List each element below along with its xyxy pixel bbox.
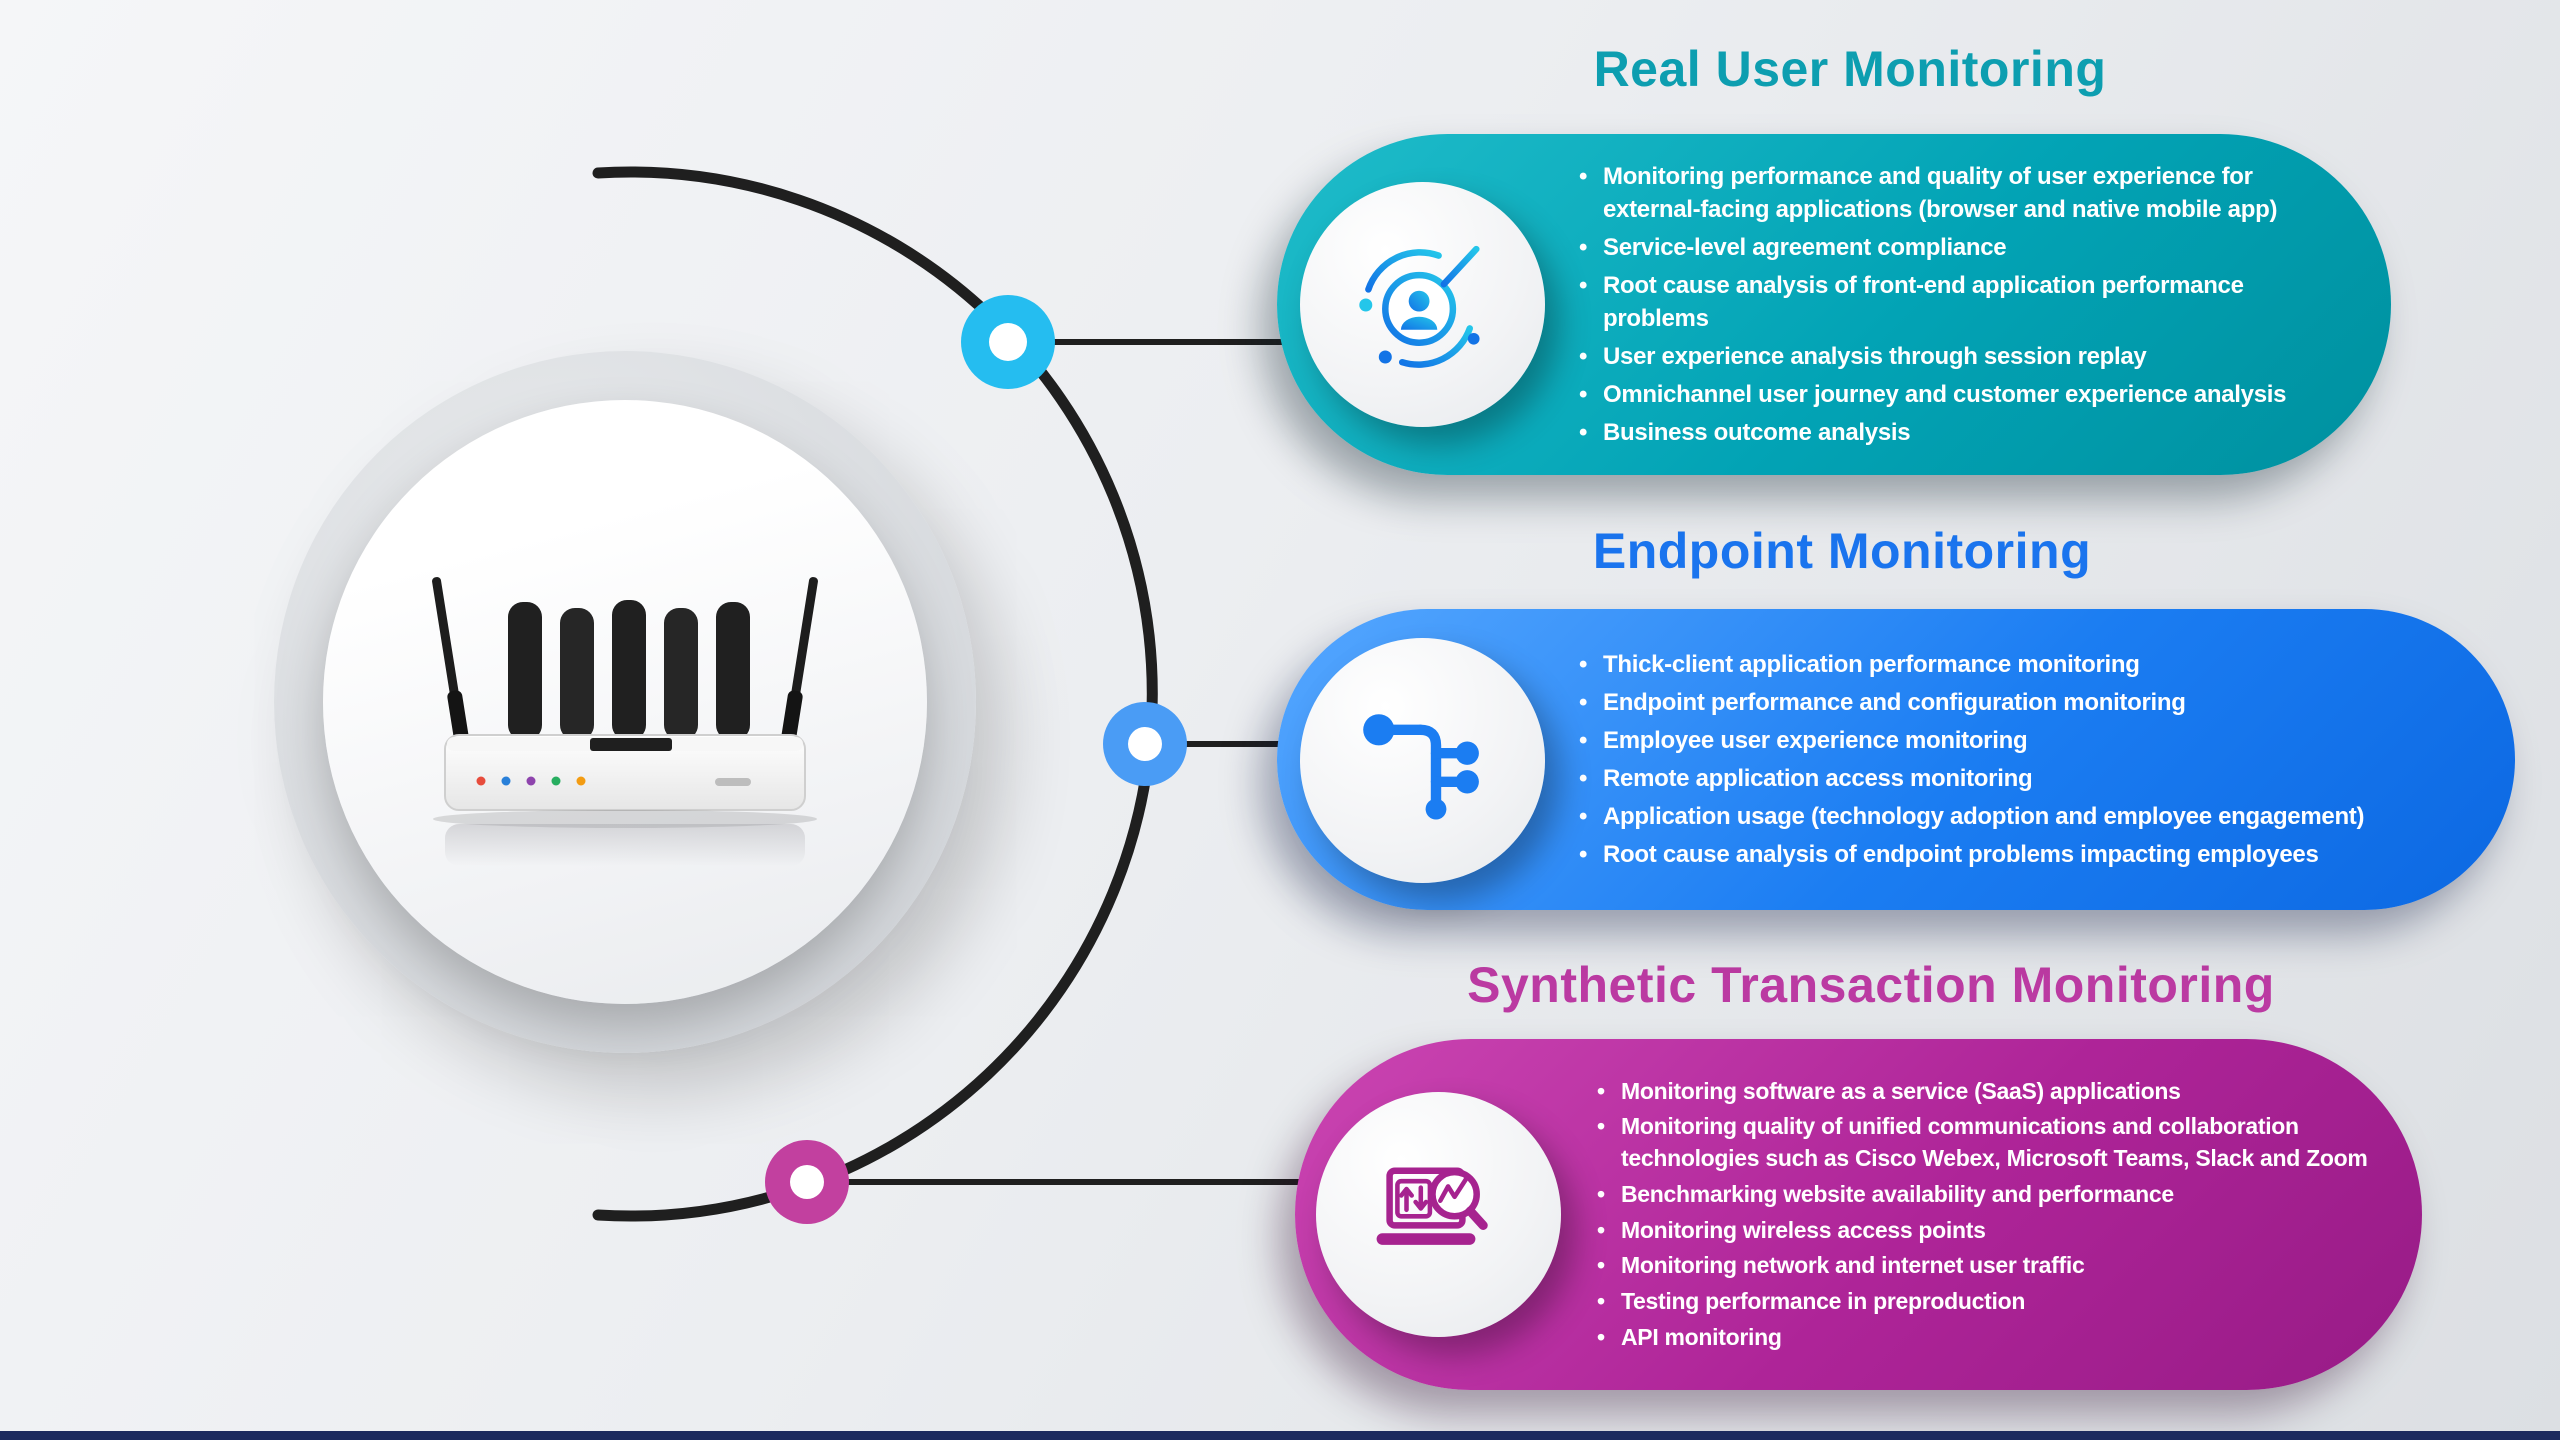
bullet-list-endpoint-monitoring: Thick-client application performance mon… xyxy=(1577,643,2470,877)
router-antenna-left xyxy=(432,577,470,749)
icon-badge-endpoint-monitoring xyxy=(1300,638,1545,883)
bullet-item: Testing performance in preproduction xyxy=(1595,1286,2377,1318)
timeline-arc xyxy=(592,166,1158,1222)
bullet-item: Root cause analysis of front-end applica… xyxy=(1577,269,2346,335)
section-title-endpoint-monitoring: Endpoint Monitoring xyxy=(1592,523,2092,579)
bullet-item: Monitoring software as a service (SaaS) … xyxy=(1595,1076,2377,1108)
bullet-item: Application usage (technology adoption a… xyxy=(1577,800,2470,833)
bullet-list-real-user-monitoring: Monitoring performance and quality of us… xyxy=(1577,155,2346,455)
bullet-item: Omnichannel user journey and customer ex… xyxy=(1577,378,2346,411)
bullet-item: Monitoring quality of unified communicat… xyxy=(1595,1111,2377,1174)
node-rum xyxy=(961,295,1055,389)
footer-accent-bar xyxy=(0,1431,2560,1440)
bullet-item: Thick-client application performance mon… xyxy=(1577,648,2470,681)
bullet-item: Monitoring network and internet user tra… xyxy=(1595,1250,2377,1282)
icon-badge-synthetic-transaction-monitoring xyxy=(1316,1092,1561,1337)
wireless-router-image xyxy=(432,577,818,866)
bullet-item: Remote application access monitoring xyxy=(1577,762,2470,795)
bullet-item: Business outcome analysis xyxy=(1577,416,2346,449)
router-antenna-right xyxy=(780,577,818,749)
synthetic-test-icon xyxy=(1376,1167,1488,1245)
section-title-real-user-monitoring: Real User Monitoring xyxy=(1593,41,2107,97)
bullet-list-synthetic-transaction-monitoring: Monitoring software as a service (SaaS) … xyxy=(1595,1072,2377,1358)
section-title-synthetic-transaction-monitoring: Synthetic Transaction Monitoring xyxy=(1467,957,2275,1013)
bullet-item: Monitoring wireless access points xyxy=(1595,1215,2377,1247)
icon-badge-real-user-monitoring xyxy=(1300,182,1545,427)
endpoint-network-icon xyxy=(1362,713,1479,819)
router-paddle-antennas xyxy=(508,600,750,740)
bullet-item: Service-level agreement compliance xyxy=(1577,231,2346,264)
router-sim-slot xyxy=(715,778,751,786)
bullet-item: Benchmarking website availability and pe… xyxy=(1595,1179,2377,1211)
bullet-item: Employee user experience monitoring xyxy=(1577,724,2470,757)
user-session-icon xyxy=(1358,245,1480,368)
router-status-leds xyxy=(476,776,586,786)
router-reflection xyxy=(445,824,805,866)
bullet-item: User experience analysis through session… xyxy=(1577,340,2346,373)
bullet-item: Endpoint performance and configuration m… xyxy=(1577,686,2470,719)
router-top-label xyxy=(590,738,672,751)
bullet-item: Monitoring performance and quality of us… xyxy=(1577,160,2346,226)
bullet-item: API monitoring xyxy=(1595,1322,2377,1354)
node-stm xyxy=(765,1140,849,1224)
bullet-item: Root cause analysis of endpoint problems… xyxy=(1577,838,2470,871)
node-endpoint xyxy=(1103,702,1187,786)
router-body xyxy=(444,734,806,811)
